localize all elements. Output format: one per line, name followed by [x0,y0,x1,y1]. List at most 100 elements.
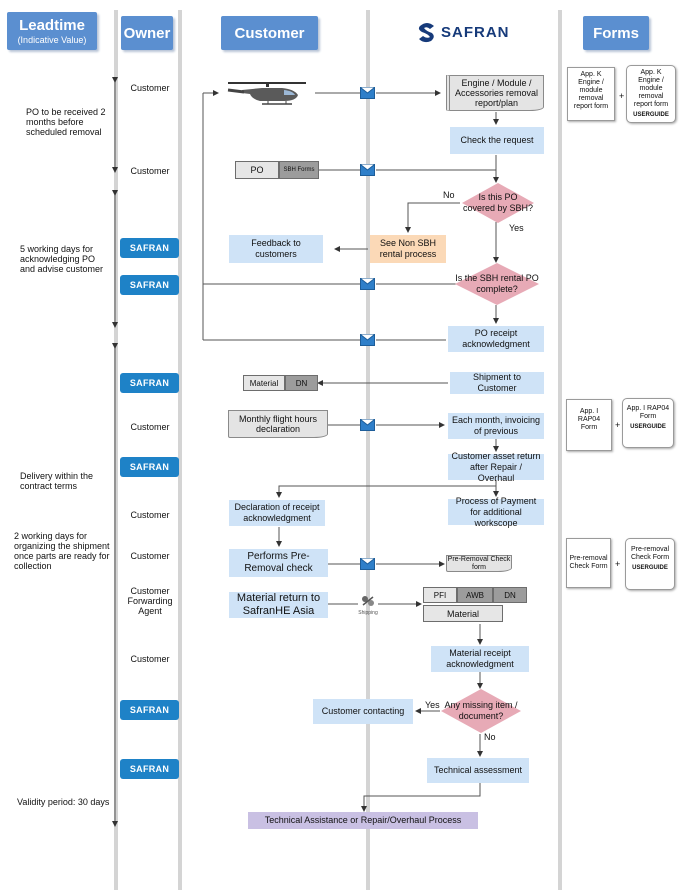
header-customer: Customer [221,16,318,50]
lane-divider-safran [558,10,562,890]
material-label: Material [249,378,279,388]
technical-assessment-label: Technical assessment [433,765,523,775]
form-plus-3: + [615,559,621,569]
userguide-label: USERGUIDE [633,112,669,118]
declaration-receipt-label: Declaration of receipt acknowledgment [234,502,320,523]
owner-customer-1: Customer [130,83,170,93]
envelope-icon [360,558,375,570]
leadtime-2-working-days: 2 working days for organizing the shipme… [14,531,110,571]
feedback-customers-label: Feedback to customers [251,238,301,259]
shipping-docs: PFI AWB DN Material [423,587,527,625]
owner-safran-badge-6: SAFRAN [120,759,179,779]
dn-segment-2: DN [493,587,527,603]
envelope-icon [360,87,375,99]
form-pre-removal-guide-label: Pre-removal Check Form [630,546,670,561]
safran-header-wordmark: SAFRAN [441,24,510,41]
form-plus-2: + [615,420,621,430]
owner-safran-badge-2: SAFRAN [120,275,179,295]
sbh-forms-segment: SBH Forms [279,161,319,179]
form-app-k-label: App. K Engine / module removal report fo… [573,71,609,110]
payment-process-label: Process of Payment for additional worksc… [455,495,537,528]
po-doc-label: PO [250,165,264,175]
owner-customer-6: Customer [130,654,170,664]
envelope-icon [360,419,375,431]
safran-header-logo: SAFRAN [416,21,516,43]
form-app-i-guide-label: App. I RAP04 Form [626,405,670,420]
form-pre-removal-label: Pre-removal Check Form [569,555,608,570]
pfi-label: PFI [433,590,447,600]
technical-assistance-label: Technical Assistance or Repair/Overhaul … [264,815,462,825]
shipping-node: Shipping [355,594,381,618]
po-ack-label: PO receipt acknowledgment [462,328,530,349]
header-forms-title: Forms [593,25,639,42]
owner-safran-badge-4: SAFRAN [120,457,179,477]
customer-contacting-label: Customer contacting [321,706,405,716]
po-ack-box: PO receipt acknowledgment [448,326,544,352]
safran-badge-label: SAFRAN [129,280,170,290]
invoicing-box: Each month, invoicing of previous [448,413,544,439]
safran-logo-icon [418,23,434,43]
form-app-k-guide: App. K Engine / module removal report fo… [626,65,676,123]
po-document: PO SBH Forms [235,161,319,179]
po-doc-segment: PO [235,161,279,179]
check-request-label: Check the request [460,135,534,145]
safran-badge-label: SAFRAN [129,243,170,253]
pre-removal-form-doc: Pre-Removal Check form [446,555,512,572]
pre-removal-form-label: Pre-Removal Check form [447,555,511,571]
awb-segment: AWB [457,587,493,603]
form-app-i: App. I RAP04 Form [566,399,612,451]
removal-report-label: Engine / Module / Accessories removal re… [454,78,539,108]
form-app-i-label: App. I RAP04 Form [577,408,601,431]
header-leadtime: Leadtime (Indicative Value) [7,12,97,50]
leadtime-delivery: Delivery within the contract terms [20,471,94,491]
material-return-label: Material return to SafranHE Asia [236,592,321,617]
form-plus-1: + [619,91,625,101]
lane-divider-owner [178,10,182,890]
po-complete-decision: Is the SBH rental PO complete? [455,263,539,305]
decision-no-label-1: No [443,190,455,200]
leadtime-5-working-days: 5 working days for acknowledging PO and … [20,244,104,274]
material-receipt-box: Material receipt acknowledgment [431,646,529,672]
decision-no-label-2: No [484,732,496,742]
material-receipt-label: Material receipt acknowledgment [446,648,514,669]
dn-segment: DN [285,375,318,391]
owner-safran-badge-1: SAFRAN [120,238,179,258]
header-owner: Owner [121,16,173,50]
userguide-label: USERGUIDE [630,424,666,430]
non-sbh-rental-box: See Non SBH rental process [370,235,446,263]
shipment-customer-label: Shipment to Customer [472,372,522,393]
decision-yes-label-1: Yes [509,223,524,233]
check-request-box: Check the request [450,127,544,154]
header-leadtime-title: Leadtime [19,17,85,34]
payment-process-box: Process of Payment for additional worksc… [448,496,544,528]
lane-divider-customer [366,10,370,890]
awb-label: AWB [466,590,484,600]
leadtime-validity: Validity period: 30 days [17,797,110,807]
envelope-icon [360,278,375,290]
header-owner-title: Owner [123,25,171,42]
owner-customer-4: Customer [130,510,170,520]
shipping-icon [362,596,374,606]
technical-assistance-box: Technical Assistance or Repair/Overhaul … [248,812,478,829]
missing-item-label: Any missing item / document? [444,700,518,721]
shipment-customer-box: Shipment to Customer [450,372,544,394]
technical-assessment-box: Technical assessment [427,758,529,783]
safran-badge-label: SAFRAN [129,705,170,715]
non-sbh-rental-label: See Non SBH rental process [379,238,437,259]
envelope-icon [360,164,375,176]
asset-return-label: Customer asset return after Repair / Ove… [451,450,541,483]
owner-customer-5: Customer [130,551,170,561]
safran-badge-label: SAFRAN [129,462,170,472]
customer-contacting-box: Customer contacting [313,699,413,724]
dn-label-2: DN [504,590,516,600]
material-doc-label: Material [446,608,479,619]
pre-removal-check-box: Performs Pre-Removal check [229,549,328,577]
form-app-k-guide-label: App. K Engine / module removal report fo… [633,69,669,108]
flight-hours-doc: Monthly flight hours declaration [228,410,328,438]
material-segment: Material [243,375,285,391]
missing-item-decision: Any missing item / document? [441,689,521,733]
userguide-label: USERGUIDE [632,565,668,571]
sbh-forms-label: SBH Forms [283,166,315,173]
